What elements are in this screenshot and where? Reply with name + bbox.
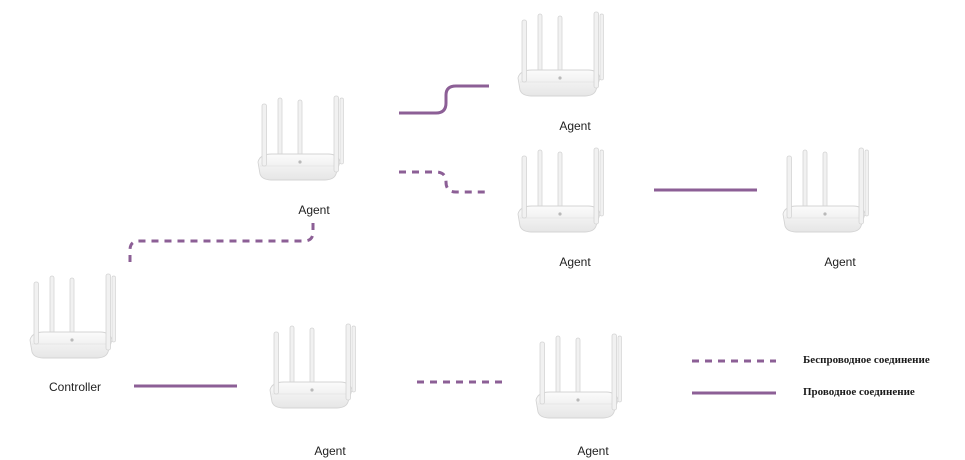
- node-label-agent-bottom-2: Agent: [577, 444, 609, 458]
- router-icon: [262, 320, 362, 420]
- router-icon: [22, 270, 122, 370]
- router-icon: [250, 92, 350, 192]
- link-controller-agent-mid: [128, 220, 315, 262]
- link-agent-mid-agent-top-right: [399, 84, 489, 115]
- node-label-agent-mid: Agent: [298, 203, 330, 217]
- node-label-agent-bottom-1: Agent: [314, 444, 346, 458]
- router-icon: [510, 8, 610, 108]
- legend-wireless-label: Беспроводное соединение: [803, 354, 930, 366]
- node-label-controller: Controller: [48, 380, 102, 394]
- router-icon: [775, 144, 875, 244]
- router-icon: [528, 330, 628, 430]
- router-icon: [510, 144, 610, 244]
- link-agent-mid-agent-middle-right: [399, 170, 489, 194]
- node-label-agent-top-right: Agent: [559, 119, 591, 133]
- node-label-agent-middle-right: Agent: [559, 255, 591, 269]
- node-label-agent-far-right: Agent: [824, 255, 856, 269]
- legend-wired-label: Проводное соединение: [803, 386, 915, 398]
